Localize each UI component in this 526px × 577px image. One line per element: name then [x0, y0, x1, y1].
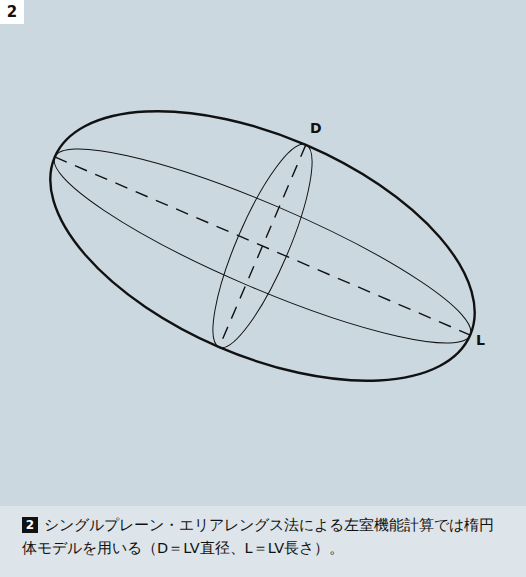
axis-label: L: [476, 332, 485, 348]
caption-text: シングルプレーン・エリアレングス法による左室機能計算では楕円体モデルを用いる（D…: [22, 517, 494, 556]
long-section: [38, 118, 487, 373]
caption-number: 2: [22, 517, 38, 533]
axis-label: D: [310, 120, 322, 136]
caption-box: 2シングルプレーン・エリアレングス法による左室機能計算では楕円体モデルを用いる（…: [22, 514, 508, 560]
cross-section: [195, 135, 329, 358]
ellipsoid-outline: [11, 56, 513, 436]
figure-number: 2: [0, 0, 24, 24]
diameter-axis: [219, 145, 306, 347]
ellipsoid-illustration: [0, 0, 526, 506]
ellipsoid: [11, 56, 513, 436]
